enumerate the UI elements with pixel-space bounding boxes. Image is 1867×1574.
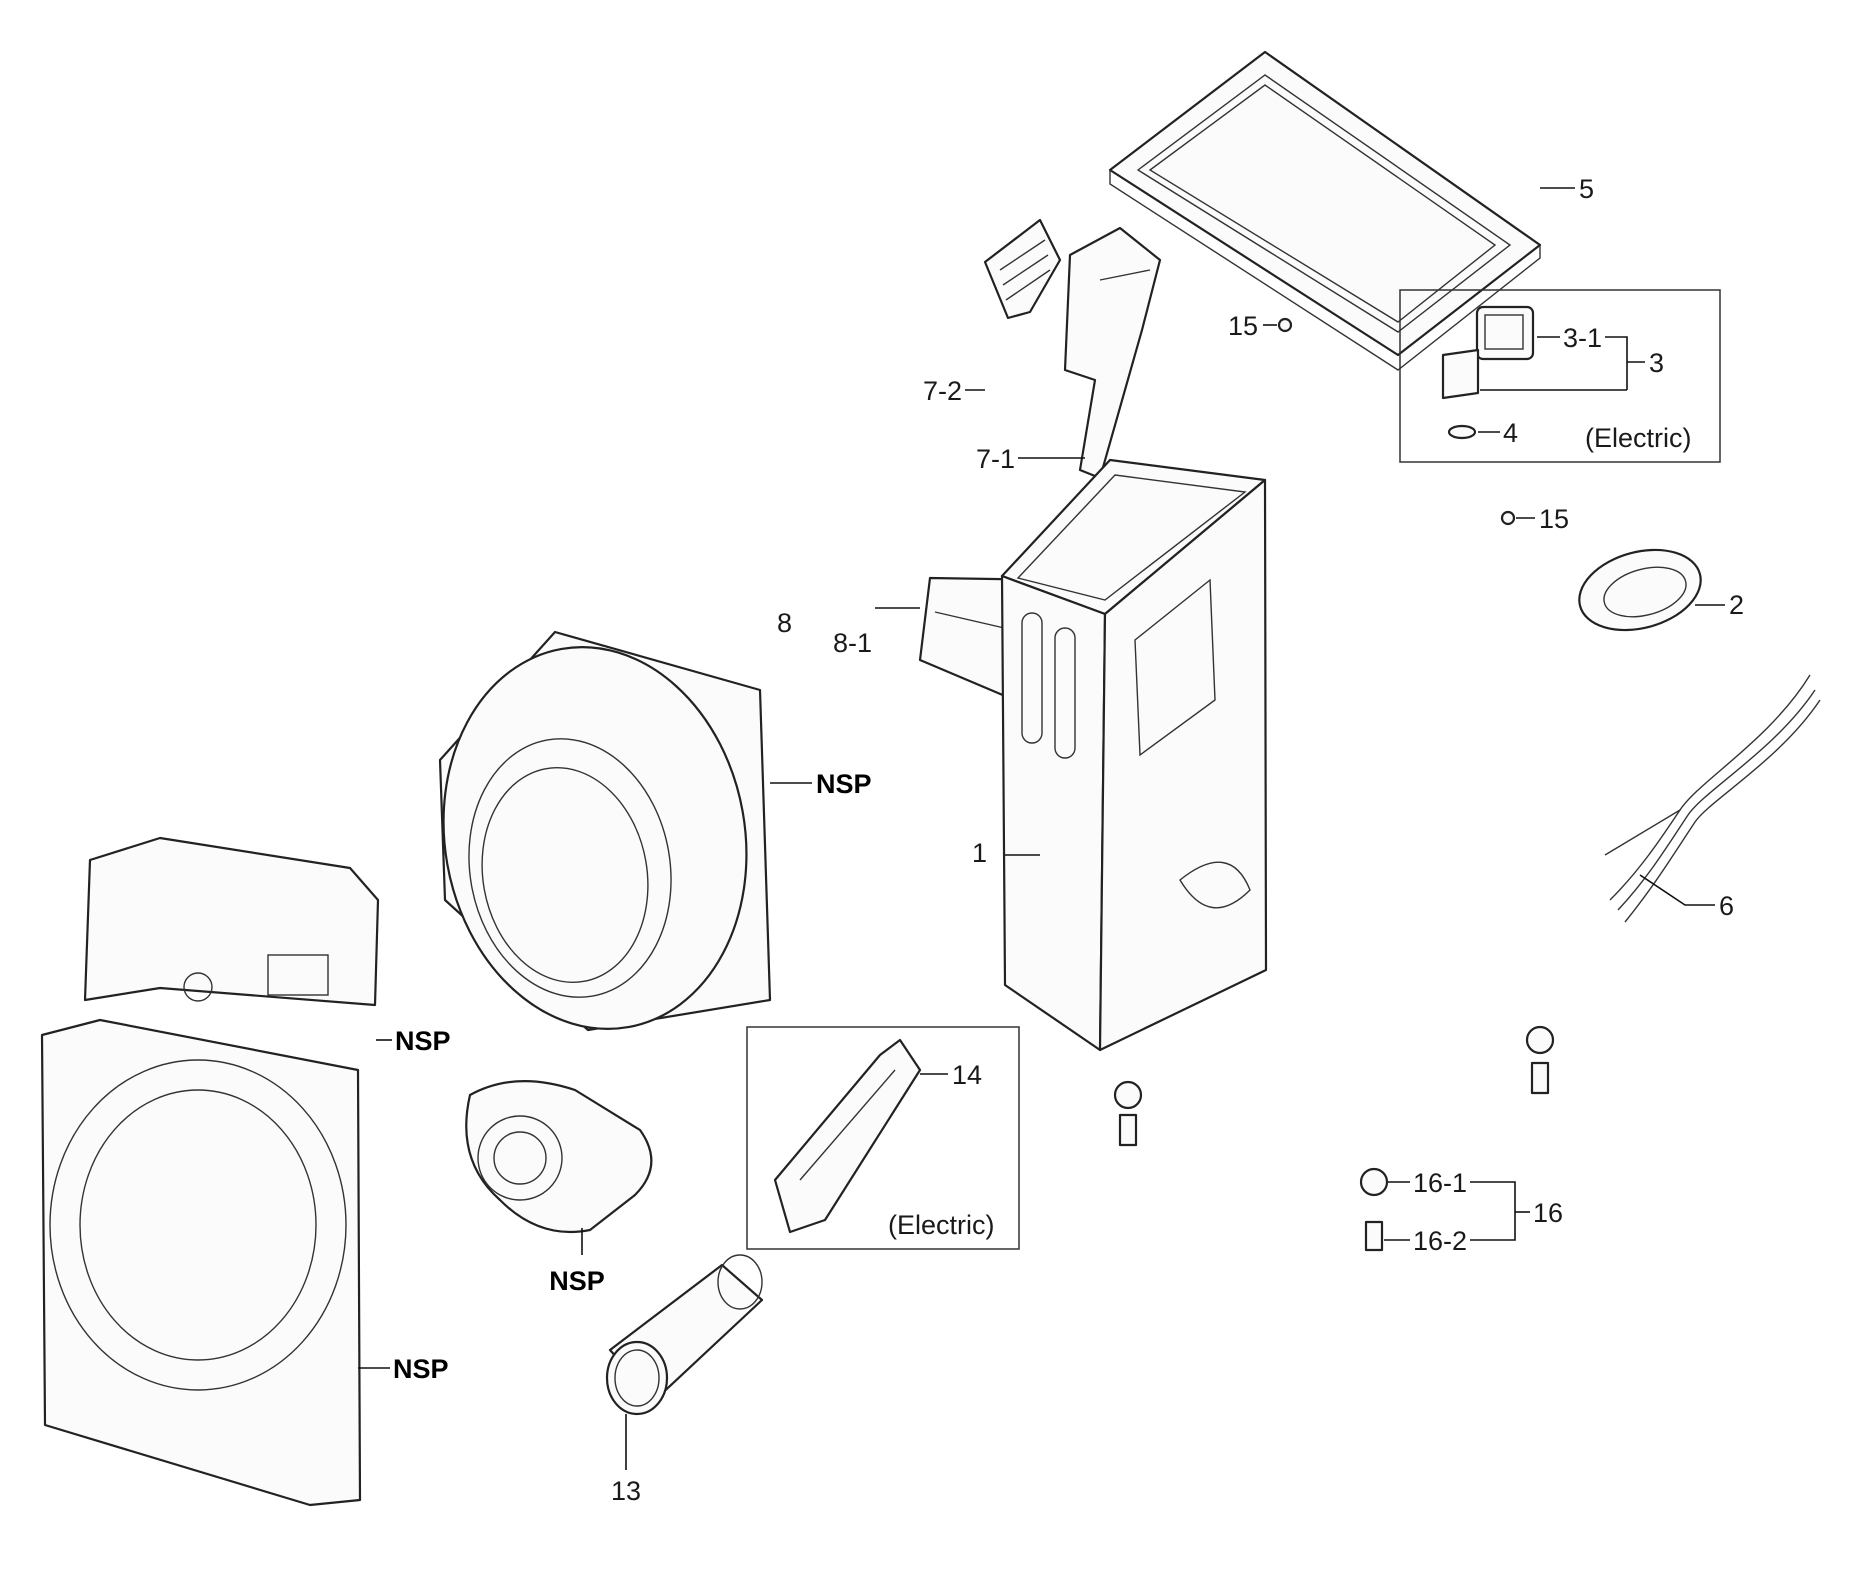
label-part-2: 2 [1729,590,1744,620]
blower-part [465,1080,653,1255]
strain-relief-part [1447,424,1477,440]
label-part-16-2: 16-2 [1413,1226,1467,1256]
label-part-6: 6 [1719,891,1734,921]
label-part-16: 16 [1533,1198,1563,1228]
control-panel-part [83,836,392,1041]
label-part-4: 4 [1503,418,1518,448]
label-part-1: 1 [972,838,987,868]
label-electric-top: (Electric) [1585,423,1692,453]
label-part-7-2: 7-2 [923,376,962,406]
label-nsp-panel: NSP [395,1026,451,1056]
exhaust-duct-part [605,1254,764,1470]
label-part-15-right: 15 [1539,504,1569,534]
label-part-8: 8 [777,608,792,638]
cabinet-part [1000,458,1268,1052]
screw-right [1500,510,1516,526]
label-nsp-door: NSP [393,1354,449,1384]
label-part-7-1: 7-1 [976,444,1015,474]
heater-group [746,1026,1020,1250]
label-nsp-blower: NSP [549,1266,605,1296]
wire-harness-part [1604,674,1821,923]
label-part-15-top: 15 [1228,311,1258,341]
terminal-block-cover [1475,305,1535,361]
drum-assembly-part [438,630,812,1032]
front-panel-part [40,1018,390,1507]
filter-housing-part [1063,226,1162,480]
back-duct-cover-part [1578,548,1725,632]
label-part-13: 13 [611,1476,641,1506]
label-part-3: 3 [1649,348,1664,378]
label-part-8-1: 8-1 [833,628,872,658]
screw-top [1277,317,1293,333]
terminal-plate [1441,348,1480,400]
terminal-block-group [1399,289,1721,463]
label-part-3-1: 3-1 [1563,323,1602,353]
label-part-16-1: 16-1 [1413,1168,1467,1198]
label-part-14: 14 [952,1060,982,1090]
label-nsp-drum: NSP [816,769,872,799]
screws-15 [1263,317,1535,526]
label-part-5: 5 [1579,174,1594,204]
lint-filter-parts [965,218,1162,480]
filter-screen-part [983,218,1062,320]
leveling-feet [1113,1025,1555,1252]
top-cover-part [1108,50,1575,371]
label-electric-heater: (Electric) [888,1210,995,1240]
